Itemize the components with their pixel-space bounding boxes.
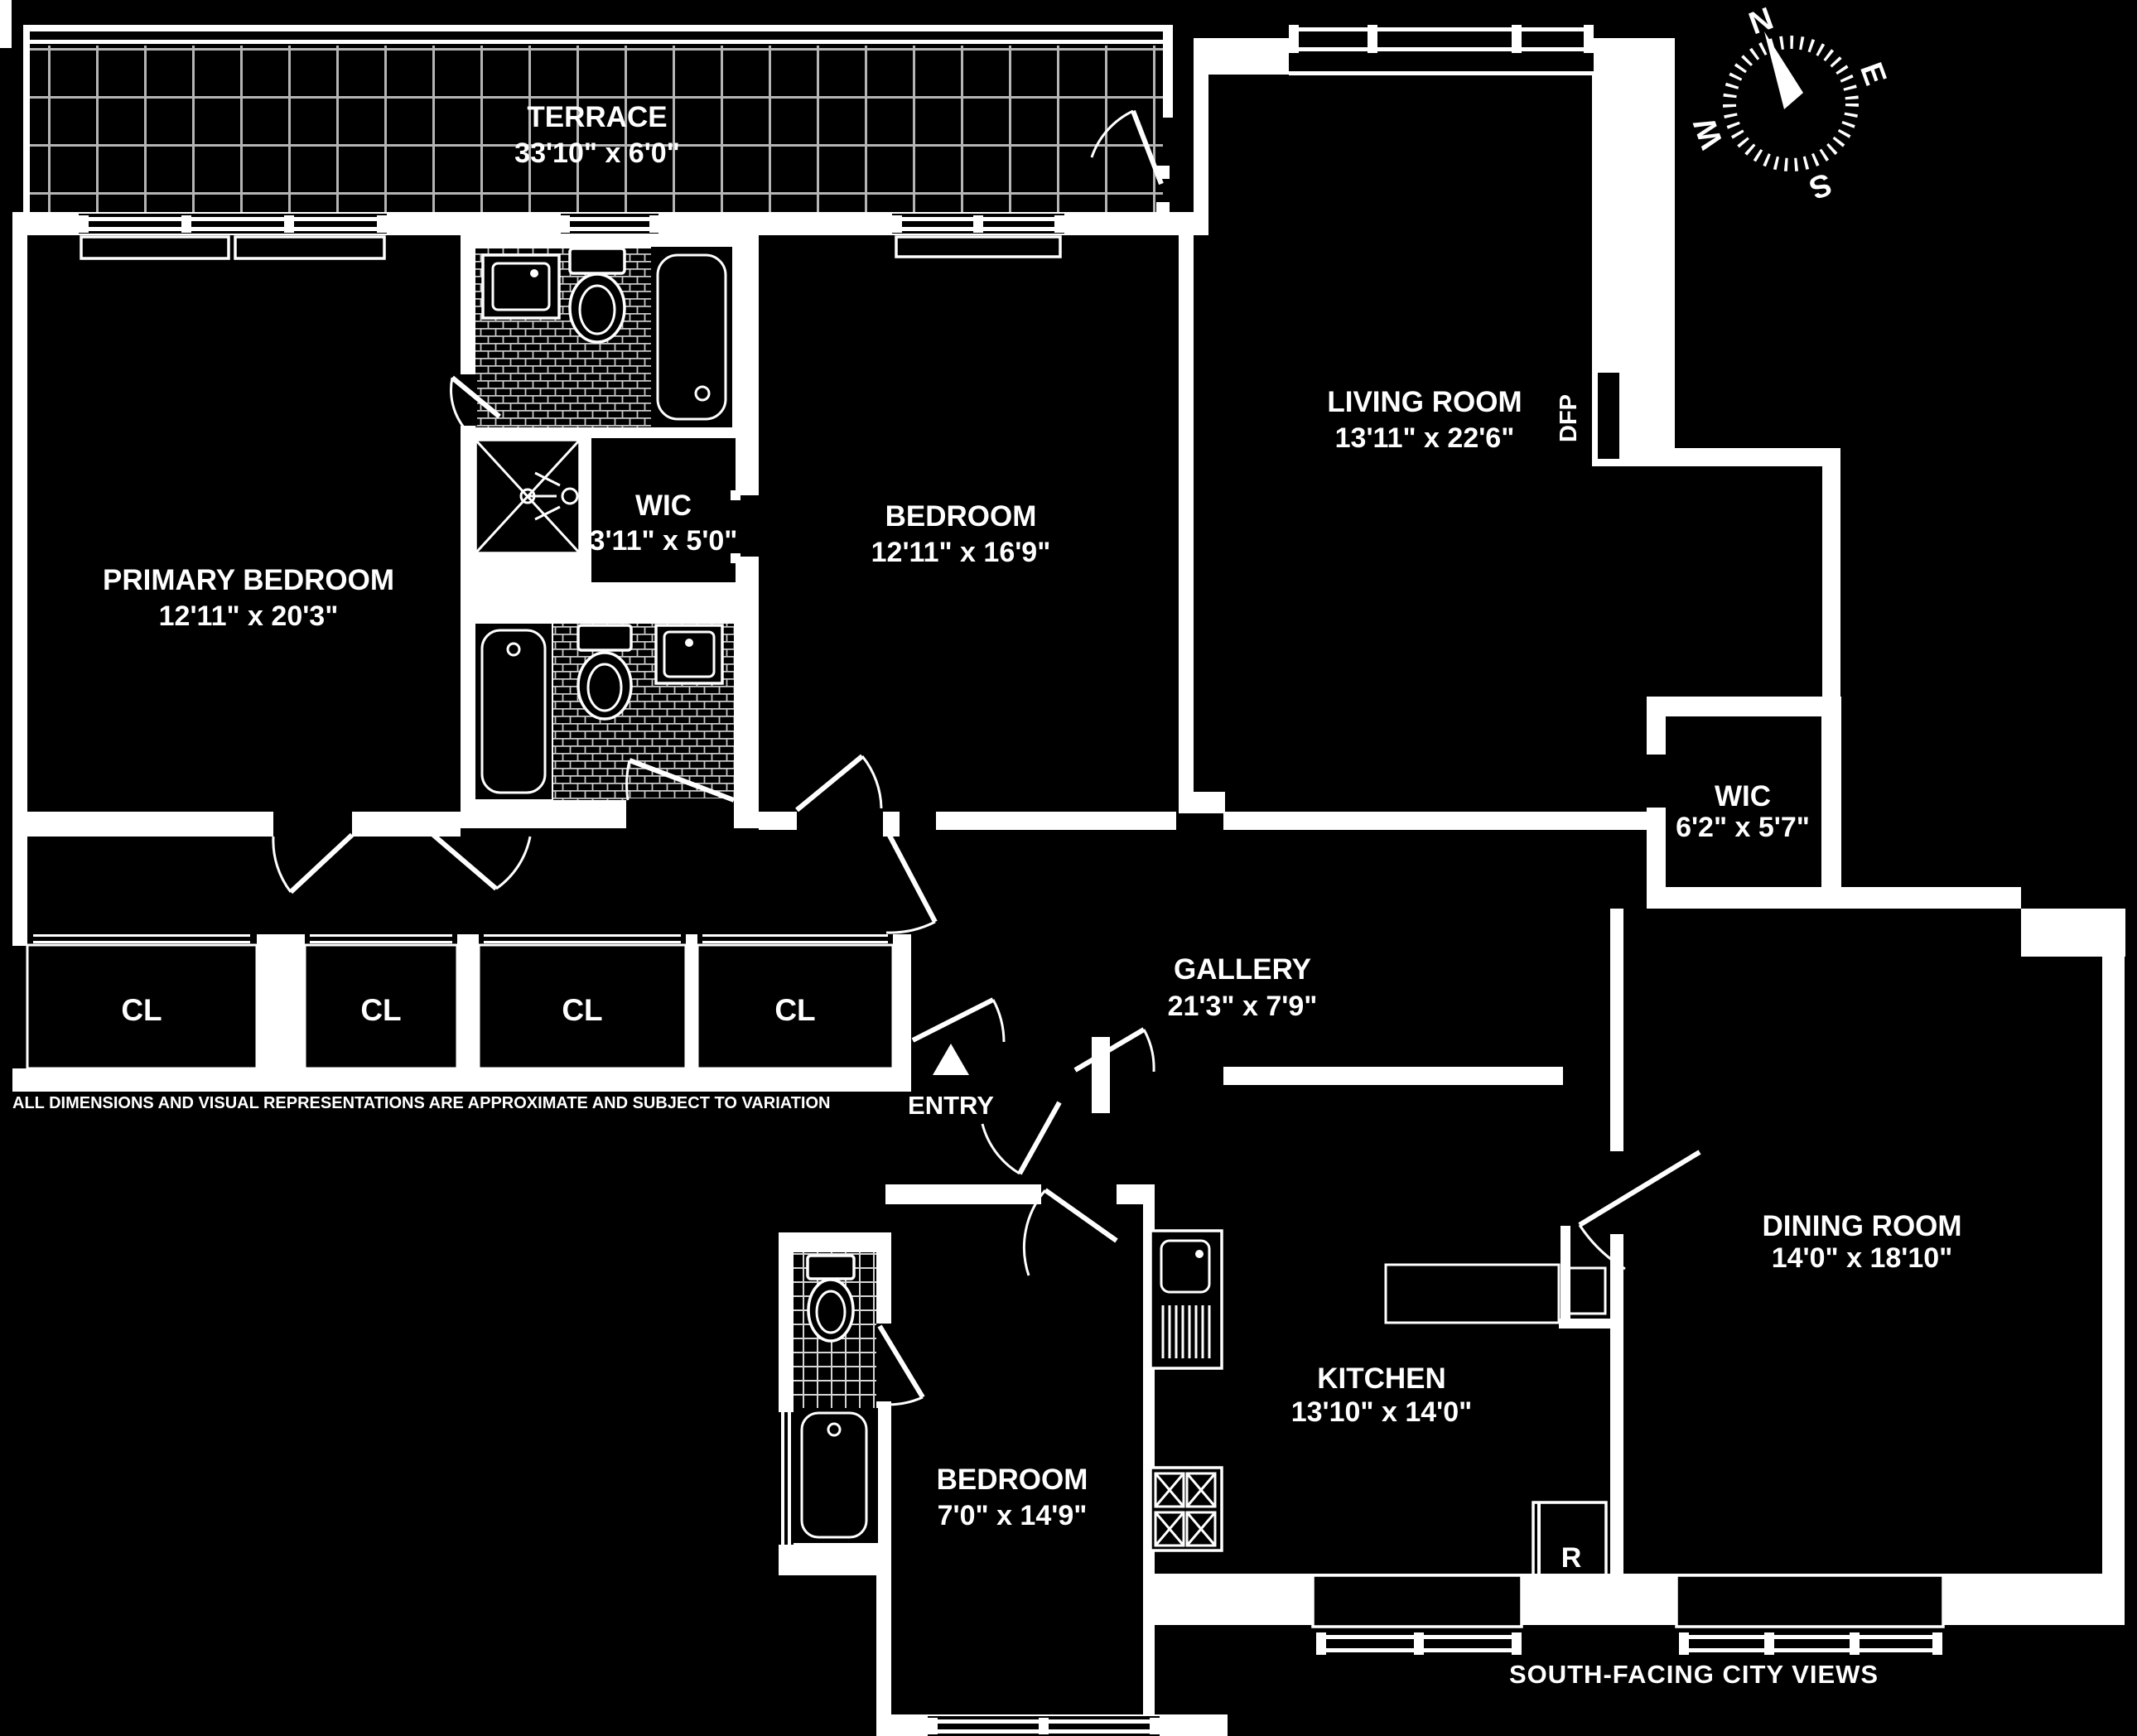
bedroom-2-door <box>795 754 883 813</box>
primary-bedroom-window <box>79 214 387 260</box>
primary-bedroom-dims: 12'11" x 20'3" <box>159 600 339 632</box>
wic-large: WIC 6'2" x 5'7" <box>1647 697 1841 909</box>
fireplace <box>1598 373 1619 459</box>
wic-large-dims: 6'2" x 5'7" <box>1676 812 1810 843</box>
wic-large-label: WIC <box>1715 780 1771 813</box>
terrace-label: TERRACE <box>527 101 667 133</box>
corridor-door <box>981 1101 1062 1175</box>
gallery-dims: 21'3" x 7'9" <box>1168 991 1318 1022</box>
primary-bedroom-door <box>272 832 355 895</box>
wic-small: WIC 3'11" x 5'0" <box>590 438 759 582</box>
kitchen-sink-unit <box>1149 1229 1223 1370</box>
closet-1 <box>26 943 258 1070</box>
doors <box>272 109 1701 1406</box>
compass-rose: N E S W <box>1687 2 1893 206</box>
bedroom-3: BEDROOM 7'0" x 14'9" <box>779 1232 1228 1736</box>
kitchen-counter <box>1384 1263 1561 1324</box>
dining-room: DINING ROOM 14'0" x 18'10" <box>1155 887 2125 1663</box>
bedroom-3-window <box>928 1716 1160 1736</box>
dining-room-dims: 14'0" x 18'10" <box>1772 1242 1953 1274</box>
living-room: DFP LIVING ROOM 13'11" x 22'6" <box>1194 23 1840 715</box>
closet-1-label: CL <box>121 993 162 1027</box>
entry-door <box>911 997 1006 1043</box>
shower <box>474 438 590 555</box>
compass-ticks <box>1723 36 1859 171</box>
kitchen: R KITCHEN 13'10" x 14'0" <box>1143 909 1623 1719</box>
hall-door <box>432 832 532 891</box>
bedroom-window <box>892 214 1064 258</box>
fireplace-label: DFP <box>1556 394 1582 442</box>
closet-4-label: CL <box>774 993 815 1027</box>
closet-2 <box>303 943 459 1070</box>
kitchen-dining-door <box>1578 1150 1701 1271</box>
living-room-dims: 13'11" x 22'6" <box>1335 422 1515 454</box>
living-room-label: LIVING ROOM <box>1327 386 1522 418</box>
primary-bedroom-label: PRIMARY BEDROOM <box>103 564 394 596</box>
gallery: GALLERY 21'3" x 7'9" <box>12 812 1647 1022</box>
gallery-label: GALLERY <box>1174 953 1311 986</box>
bathroom2-door <box>625 758 736 803</box>
bathroom1-toilet <box>568 247 626 344</box>
bathroom1-sink <box>481 253 561 320</box>
bedroom-3-dims: 7'0" x 14'9" <box>938 1500 1088 1531</box>
closet-2-label: CL <box>360 993 401 1027</box>
kitchen-label: KITCHEN <box>1317 1362 1446 1395</box>
closet-3-label: CL <box>562 993 602 1027</box>
bathroom3-bathtub <box>800 1411 868 1539</box>
gallery-door <box>885 832 938 934</box>
bathroom2-bathtub <box>480 629 547 794</box>
kitchen-window <box>1311 1574 1523 1663</box>
wic-small-label: WIC <box>635 489 692 522</box>
disclaimer-text: ALL DIMENSIONS AND VISUAL REPRESENTATION… <box>12 1094 830 1112</box>
bathroom2-sink <box>654 624 724 685</box>
terrace-tile-floor <box>30 46 1163 212</box>
entry-arrow-icon <box>933 1044 969 1075</box>
bedroom-2-label: BEDROOM <box>885 500 1037 533</box>
dining-room-label: DINING ROOM <box>1762 1210 1961 1242</box>
kitchen-dims: 13'10" x 14'0" <box>1291 1396 1473 1428</box>
vestibule-door <box>1073 1027 1155 1073</box>
bedroom-3-door <box>1022 1188 1118 1276</box>
dining-window <box>1675 1574 1945 1663</box>
bathroom2-toilet <box>576 624 633 721</box>
wic-small-dims: 3'11" x 5'0" <box>590 525 738 557</box>
closet-3 <box>477 943 687 1070</box>
bathroom1-bathtub <box>656 253 727 421</box>
bedroom-2-dims: 12'11" x 16'9" <box>871 537 1051 568</box>
entry-label: ENTRY <box>908 1091 994 1120</box>
primary-bedroom: PRIMARY BEDROOM 12'11" x 20'3" <box>103 564 394 632</box>
terrace-door <box>1090 109 1170 215</box>
bathroom-block: WIC 3'11" x 5'0" <box>461 235 759 828</box>
shower-head-icon <box>529 471 590 521</box>
bedroom-2: BEDROOM 12'11" x 16'9" <box>871 235 1225 813</box>
bathroom3-toilet <box>806 1254 856 1343</box>
bathroom3-window <box>779 1412 794 1545</box>
kitchen-stove <box>1149 1466 1223 1552</box>
closet-4 <box>696 943 895 1070</box>
bedroom-3-label: BEDROOM <box>937 1464 1088 1496</box>
bathroom1-door <box>450 375 501 428</box>
closets: CL CL CL CL <box>12 934 911 1092</box>
terrace: TERRACE 33'10" x 6'0" <box>0 0 1173 215</box>
living-room-window <box>1289 23 1594 75</box>
refrigerator-label: R <box>1561 1542 1582 1574</box>
footer-note: SOUTH-FACING CITY VIEWS <box>1509 1660 1879 1689</box>
kitchen-counter-2 <box>1564 1266 1607 1315</box>
terrace-dims: 33'10" x 6'0" <box>514 137 680 169</box>
bathroom3-door <box>877 1324 925 1406</box>
compass-needle <box>1764 31 1803 109</box>
